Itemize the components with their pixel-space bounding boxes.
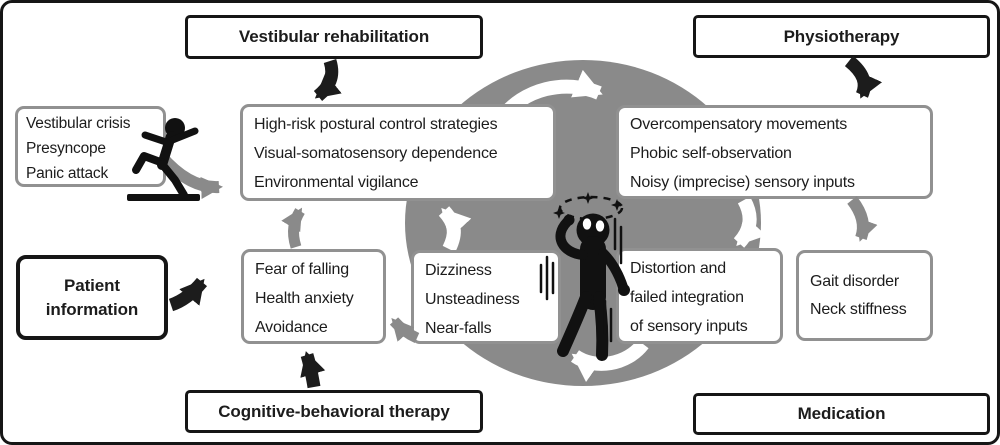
arrow-fear-to-highrisk (281, 207, 305, 249)
box-overcompensatory: Overcompensatory movements Phobic self-o… (616, 105, 933, 199)
label-text-line: information (45, 299, 139, 319)
box-line: Presyncope (26, 140, 106, 157)
label-physiotherapy: Physiotherapy (693, 15, 990, 58)
box-high-risk-postural: High-risk postural control strategies Vi… (240, 104, 556, 201)
dizzy-stars (553, 192, 623, 219)
box-line: Distortion and (630, 260, 726, 277)
arrow-crisis-to-highrisk (156, 151, 223, 199)
box-fear-of-falling: Fear of falling Health anxiety Avoidance (241, 249, 386, 344)
box-line: Fear of falling (255, 261, 349, 278)
box-line: failed integration (630, 289, 744, 306)
arrow-cbt-to-fear (300, 351, 326, 389)
box-distortion-integration: Distortion and failed integration of sen… (616, 248, 783, 344)
label-text: Vestibular rehabilitation (238, 27, 430, 46)
cycle-arrow-left (438, 206, 472, 253)
box-dizziness: Dizziness Unsteadiness Near-falls (411, 250, 561, 344)
label-text: Physiotherapy (783, 26, 900, 46)
box-line: Overcompensatory movements (630, 116, 848, 133)
box-line: Avoidance (255, 319, 328, 336)
cycle-arrow-right (733, 196, 767, 248)
label-text: Cognitive-behavioral therapy (218, 401, 450, 421)
box-vestibular-crisis: Vestibular crisis Presyncope Panic attac… (15, 106, 166, 187)
box-line: Gait disorder (810, 273, 899, 290)
arrow-physiotherapy-to-overcomp (844, 55, 883, 99)
label-text-line: Patient (64, 275, 120, 295)
cycle-disc-layer (405, 60, 767, 386)
box-line: Neck stiffness (810, 301, 907, 318)
box-line: Panic attack (26, 165, 109, 182)
label-vestibular-rehabilitation: Vestibular rehabilitation (185, 15, 483, 59)
box-line: Environmental vigilance (254, 174, 419, 191)
box-line: Unsteadiness (425, 291, 520, 308)
arrow-vestibular-rehab-to-highrisk (313, 59, 342, 102)
box-line: Near-falls (425, 320, 492, 337)
label-medication: Medication (693, 393, 990, 435)
connector-layer (127, 55, 883, 389)
label-patient-information: Patient information (16, 255, 168, 340)
box-line: Dizziness (425, 262, 492, 279)
box-line: Phobic self-observation (630, 145, 792, 162)
box-line: Noisy (imprecise) sensory inputs (630, 174, 855, 191)
box-line: Visual-somatosensory dependence (254, 145, 498, 162)
box-gait-disorder: Gait disorder Neck stiffness (796, 250, 933, 341)
arrow-patient-info-to-fear (168, 277, 208, 312)
label-text: Medication (797, 404, 886, 423)
label-cognitive-behavioral-therapy: Cognitive-behavioral therapy (185, 390, 483, 433)
box-line: of sensory inputs (630, 318, 748, 335)
box-line: Vestibular crisis (26, 115, 131, 132)
cycle-arrow-bottom (570, 339, 649, 383)
box-line: Health anxiety (255, 290, 354, 307)
box-line: High-risk postural control strategies (254, 116, 498, 133)
arrow-overcomp-to-gait (847, 196, 878, 242)
